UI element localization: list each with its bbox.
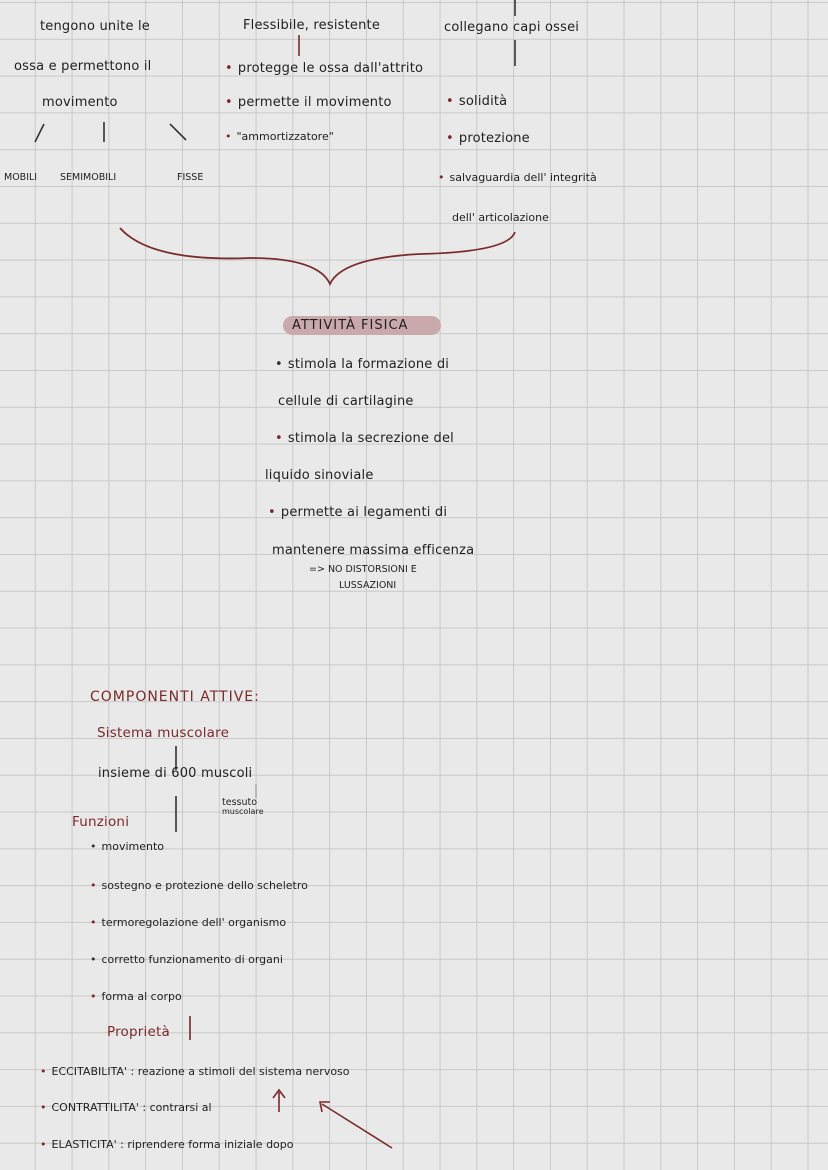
label-funzioni: Funzioni — [72, 814, 130, 830]
item-solidita: solidità — [446, 95, 507, 108]
funzione-5: forma al corpo — [90, 991, 182, 1002]
proprieta-contrattilita: CONTRATTILITA' : contrarsi al — [40, 1102, 212, 1113]
text-muscolare: muscolare — [222, 807, 264, 816]
item-protegge: protegge le ossa dall'attrito — [225, 62, 423, 75]
text-movimento: movimento — [42, 95, 118, 110]
result-line-2: LUSSAZIONI — [339, 580, 397, 591]
funzione-3: termoregolazione dell' organismo — [90, 917, 287, 928]
type-fisse: FISSE — [177, 172, 204, 183]
attivita-line-5: permette ai legamenti di — [268, 506, 447, 519]
type-semimobili: SEMIMOBILI — [60, 172, 117, 183]
item-protezione: protezione — [446, 132, 530, 145]
attivita-line-2: cellule di cartilagine — [278, 394, 414, 409]
text-insieme: insieme di 600 muscoli — [98, 766, 253, 781]
type-mobili: MOBILI — [4, 172, 38, 183]
text-tengono: tengono unite le — [40, 19, 150, 34]
text-articolazione: dell' articolazione — [452, 211, 549, 224]
text-collegano: collegano capi ossei — [444, 20, 580, 35]
attivita-line-6: mantenere massima efficenza — [272, 543, 475, 558]
text-flessibile: Flessibile, resistente — [243, 18, 381, 33]
text-ossa: ossa e permettono il — [14, 59, 152, 74]
text-tessuto: tessuto — [222, 797, 258, 808]
funzione-1: movimento — [90, 841, 165, 852]
attivita-line-4: liquido sinoviale — [265, 468, 374, 483]
funzione-2: sostegno e protezione dello scheletro — [90, 880, 308, 891]
subtitle-sistema: Sistema muscolare — [97, 725, 230, 741]
title-highlight — [283, 316, 441, 335]
attivita-line-3: stimola la secrezione del — [275, 432, 454, 445]
item-ammortizzatore: "ammortizzatore" — [225, 131, 334, 142]
proprieta-eccitabilita: ECCITABILITA' : reazione a stimoli del s… — [40, 1066, 350, 1077]
title-componenti: COMPONENTI ATTIVE: — [90, 689, 260, 705]
title-attivita-fisica: ATTIVITÀ FISICA — [292, 318, 409, 333]
item-permette: permette il movimento — [225, 96, 392, 109]
proprieta-elasticita: ELASTICITA' : riprendere forma iniziale … — [40, 1139, 294, 1150]
funzione-4: corretto funzionamento di organi — [90, 954, 283, 965]
item-salvaguardia: salvaguardia dell' integrità — [438, 172, 597, 183]
result-line-1: => NO DISTORSIONI E — [309, 564, 417, 575]
attivita-line-1: stimola la formazione di — [275, 358, 449, 371]
label-proprieta: Proprietà — [107, 1024, 170, 1040]
